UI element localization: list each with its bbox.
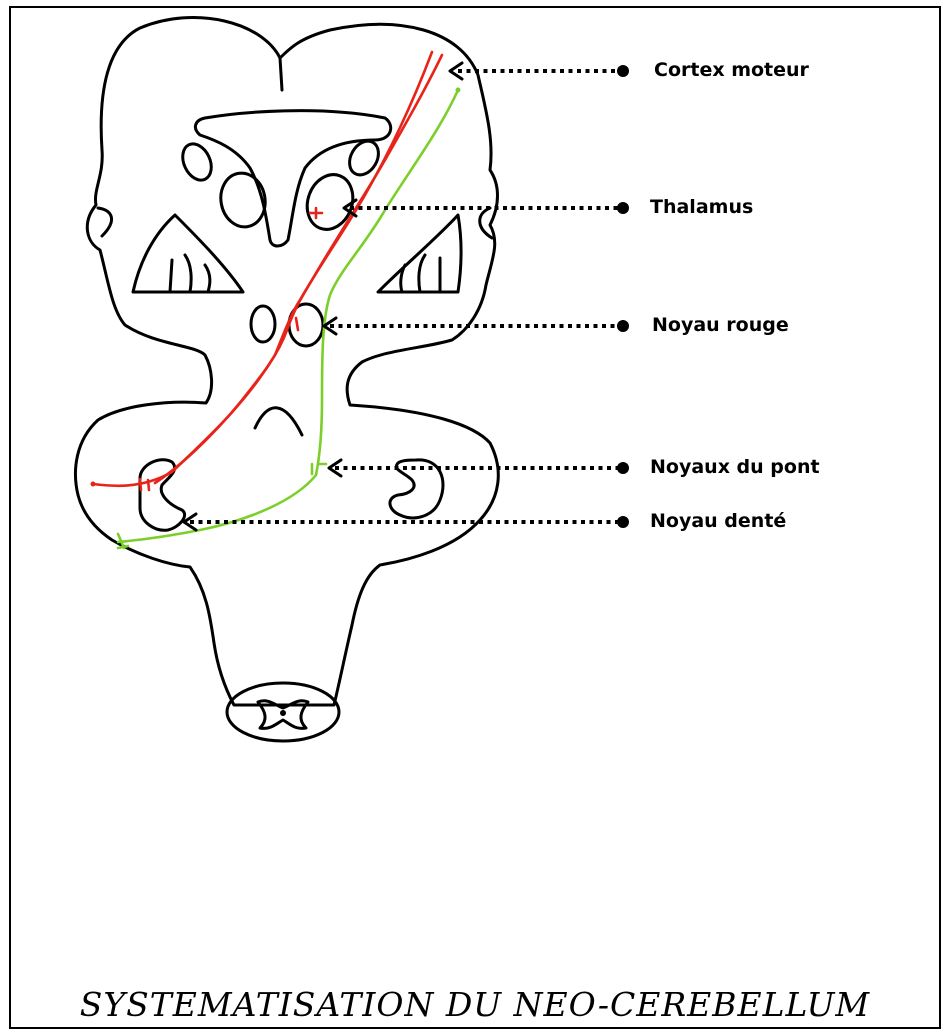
- diagram-caption: SYSTEMATISATION DU NEO-CEREBELLUM: [0, 985, 950, 1024]
- pontine-dot: [617, 462, 629, 474]
- corpus-callosum: [195, 111, 390, 246]
- dentate-dot: [617, 516, 629, 528]
- central-canal: [280, 710, 286, 716]
- label-noyaux-du-pont: Noyaux du pont: [650, 458, 820, 477]
- left-ventricle: [177, 139, 217, 184]
- left-red-nucleus: [251, 306, 275, 342]
- label-thalamus: Thalamus: [650, 198, 753, 217]
- right-lentiform-nucleus: [378, 215, 461, 292]
- leader-lines: [190, 71, 620, 522]
- cortex-dot: [617, 65, 629, 77]
- left-lentiform-nucleus: [133, 215, 243, 292]
- left-lateral-notch: [98, 208, 112, 236]
- interhemispheric-fissure: [280, 58, 282, 90]
- thalamus-dot: [617, 202, 629, 214]
- left-dentate-nucleus: [140, 460, 185, 531]
- label-cortex-moteur: Cortex moteur: [654, 61, 809, 80]
- fourth-ventricle: [255, 408, 302, 435]
- label-noyau-dente: Noyau denté: [650, 512, 786, 531]
- label-noyau-rouge: Noyau rouge: [652, 316, 789, 335]
- red-nucleus-dot: [617, 320, 629, 332]
- leader-end-dots: [617, 65, 629, 528]
- efferent-red-pathway: [91, 52, 443, 490]
- brain-outline: [75, 18, 498, 705]
